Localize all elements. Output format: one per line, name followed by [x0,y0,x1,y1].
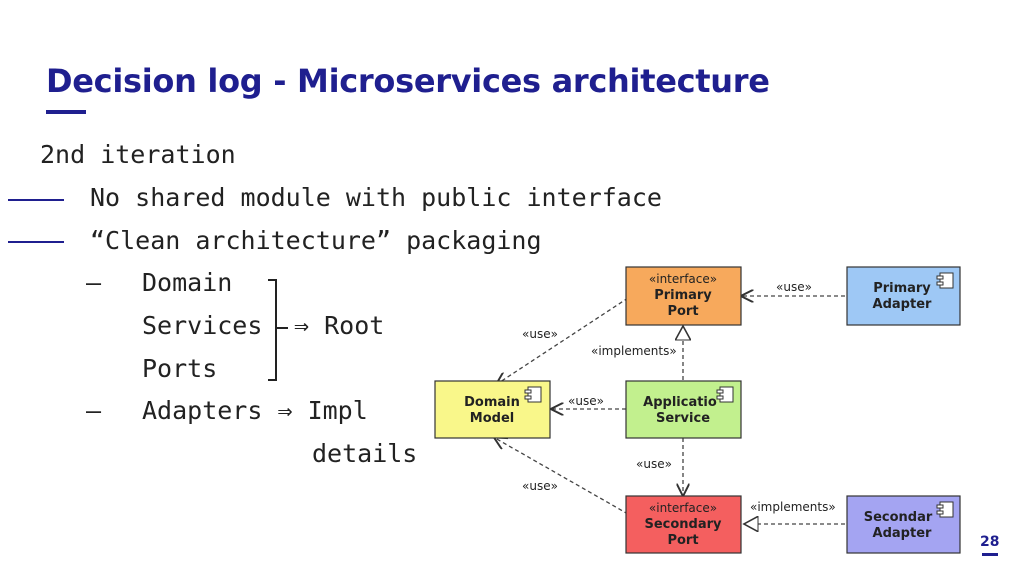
bullet-line-2 [8,241,64,243]
secondary-adapter-line2: Adapter [873,526,932,541]
label-use-primary-port: «use» [522,327,558,341]
label-use-secondary-domain: «use» [522,479,558,493]
label-implements-secondary: «implements» [750,500,836,514]
secondary-adapter-line1: Secondar [864,510,933,525]
item-domain: Domain [142,268,233,297]
box-domain-model: Domain Model [434,380,551,439]
iteration-label: 2nd iteration [40,140,236,169]
box-secondary-port: «interface» Secondary Port [625,495,742,554]
bullet-text-2: “Clean architecture” packaging [90,226,542,255]
item-ports: Ports [142,354,218,383]
box-secondary-adapter: Secondar Adapter [846,495,961,554]
edge-primary-port-to-domain-model [497,297,629,384]
label-implements-app: «implements» [591,344,677,358]
bullet-line-1 [8,199,64,201]
arrow-root: ⇒ Root [294,311,385,340]
page-number: 28 [980,534,1000,550]
title-underline [46,110,86,114]
component-icon [524,386,542,403]
primary-adapter-line1: Primary [873,281,931,296]
box-primary-port: «interface» Primary Port [625,266,742,326]
primary-port-line2: Port [667,304,698,319]
application-service-line2: Service [656,411,710,426]
label-use-app-domain: «use» [568,394,604,408]
box-application-service: Applicatio Service [625,380,742,439]
primary-port-stereotype: «interface» [649,272,717,286]
component-icon [936,501,954,518]
label-use-app-secondary: «use» [636,457,672,471]
item-details: details [312,439,418,468]
primary-adapter-line2: Adapter [873,297,932,312]
box-primary-adapter: Primary Adapter [846,266,961,326]
label-use-primary-adapter: «use» [776,280,812,294]
item-services: Services [142,311,263,340]
bracket-shape [268,279,288,381]
sub-dash-1: — [86,268,102,297]
secondary-port-stereotype: «interface» [649,501,717,515]
secondary-port-line1: Secondary [644,517,722,532]
component-icon [716,386,734,403]
secondary-port-line2: Port [667,533,698,548]
primary-port-line1: Primary [654,288,712,303]
slide-title: Decision log - Microservices architectur… [46,62,770,100]
page-number-underline [982,553,998,556]
sub-dash-2: — [86,396,102,425]
edge-secondary-port-to-domain-model [495,438,629,515]
component-icon [936,272,954,289]
domain-model-line2: Model [470,411,514,426]
bullet-text-1: No shared module with public interface [90,183,662,212]
domain-model-line1: Domain [464,395,520,410]
application-service-line1: Applicatio [643,395,717,410]
item-adapters: Adapters ⇒ Impl [142,396,368,425]
